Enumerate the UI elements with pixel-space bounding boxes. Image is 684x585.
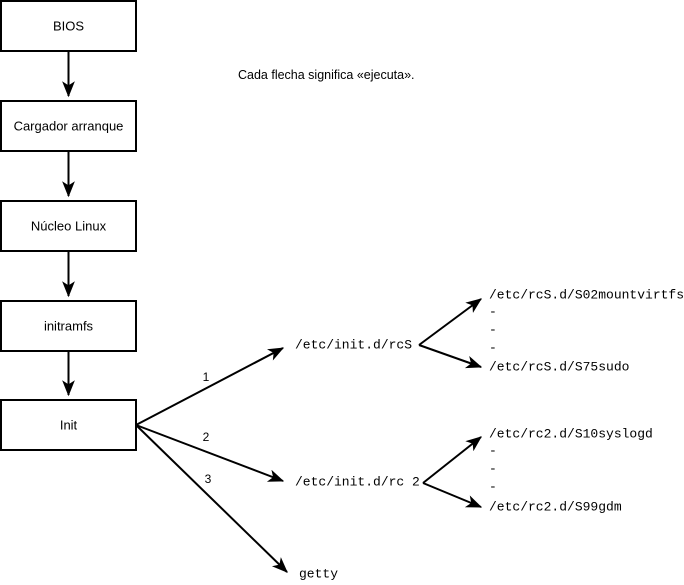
box-kernel-label: Núcleo Linux: [31, 218, 107, 233]
edge-number-1: 1: [203, 370, 210, 384]
box-initramfs-label: initramfs: [44, 318, 94, 333]
box-kernel-rect: [0, 200, 137, 252]
branch-labels: /etc/init.d/rcS /etc/init.d/rc 2 getty: [295, 337, 420, 581]
rcs-ellipsis-dash-3: -: [489, 340, 497, 355]
rcs-ellipsis-dash-2: -: [489, 322, 497, 337]
box-init: Init: [0, 399, 137, 451]
box-bootloader: Cargador arranque: [0, 100, 137, 152]
box-bios-label: BIOS: [53, 18, 84, 33]
arrow-rc2-to-first: [422, 436, 482, 484]
arrow-init-to-rcs: [135, 347, 285, 426]
rc2-ellipsis-dash-2: -: [489, 461, 497, 476]
label-rcs-script: /etc/init.d/rcS: [295, 337, 412, 352]
box-init-label: Init: [60, 417, 78, 432]
box-bootloader-label: Cargador arranque: [14, 118, 124, 133]
label-rcs-last-script: /etc/rcS.d/S75sudo: [489, 359, 629, 374]
arrow-rc2-to-last: [422, 482, 483, 508]
init-branch-numbers: 1 2 3: [203, 370, 212, 486]
init-branch-arrows: [135, 347, 288, 573]
box-bios: BIOS: [0, 0, 137, 52]
edge-number-2: 2: [203, 430, 210, 444]
rc2-script-group: /etc/rc2.d/S10syslogd - - - /etc/rc2.d/S…: [422, 426, 653, 514]
box-initramfs-rect: [0, 300, 137, 352]
label-getty: getty: [299, 566, 338, 581]
label-rc2-first-script: /etc/rc2.d/S10syslogd: [489, 426, 653, 441]
arrow-rcs-to-last: [418, 344, 483, 369]
label-rcs-first-script: /etc/rcS.d/S02mountvirtfs: [489, 287, 684, 302]
arrow-rcs-to-first: [418, 298, 482, 346]
diagram-caption: Cada flecha significa «ejecuta».: [238, 68, 415, 82]
arrow-init-to-rc2: [135, 424, 285, 482]
rcs-ellipsis-dash-1: -: [489, 304, 497, 319]
rc2-ellipsis-dash-3: -: [489, 479, 497, 494]
boot-chain-group: BIOS Cargador arranque Núcleo Linux init…: [0, 0, 137, 451]
box-bios-rect: [0, 0, 137, 52]
rc2-ellipsis-dash-1: -: [489, 443, 497, 458]
box-initramfs: initramfs: [0, 300, 137, 352]
label-rc2-last-script: /etc/rc2.d/S99gdm: [489, 499, 622, 514]
label-rc2-script: /etc/init.d/rc 2: [295, 474, 420, 489]
box-init-rect: [0, 399, 137, 451]
edge-number-3: 3: [205, 472, 212, 486]
rcs-script-group: /etc/rcS.d/S02mountvirtfs - - - /etc/rcS…: [418, 287, 684, 374]
box-kernel: Núcleo Linux: [0, 200, 137, 252]
arrow-init-to-getty: [135, 424, 288, 573]
